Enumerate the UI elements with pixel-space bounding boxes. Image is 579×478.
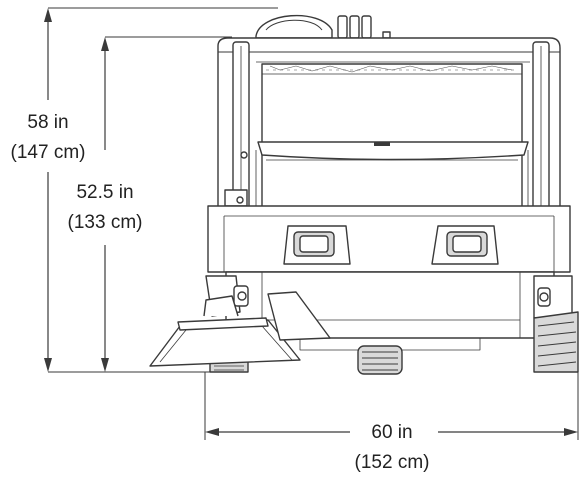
body-height-imperial-label: 52.5 in — [76, 182, 133, 203]
dimension-width — [204, 372, 579, 440]
side-brush — [149, 291, 331, 367]
overall-height-metric-label: (147 cm) — [11, 142, 86, 163]
right-wheel-assembly — [533, 275, 579, 373]
hopper-lid — [257, 141, 529, 161]
control-levers — [337, 15, 391, 39]
right-tail-light — [431, 225, 499, 265]
width-metric-label: (152 cm) — [355, 452, 430, 473]
dimension-body-height — [101, 36, 232, 372]
steering-wheel — [255, 14, 333, 39]
dimension-overall-height — [44, 7, 278, 373]
width-imperial-label: 60 in — [371, 422, 412, 443]
hopper-opening — [261, 63, 523, 211]
body-height-metric-label: (133 cm) — [68, 212, 143, 233]
center-caster-wheel — [357, 345, 403, 375]
overall-height-imperial-label: 58 in — [27, 112, 68, 133]
left-tail-light — [283, 225, 351, 265]
sweeper-machine — [149, 14, 579, 375]
